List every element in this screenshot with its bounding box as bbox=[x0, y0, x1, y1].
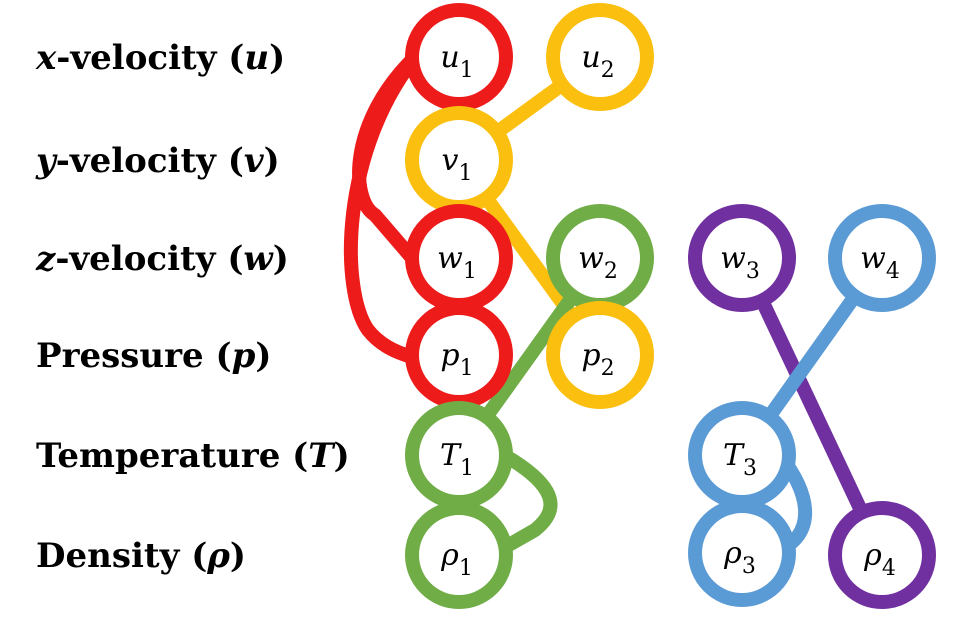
node-circle-w3 bbox=[688, 204, 796, 312]
node-p1: p1 bbox=[405, 301, 513, 409]
node-w1: w1 bbox=[405, 204, 513, 312]
node-rho3: ρ3 bbox=[688, 499, 796, 607]
node-rho1: ρ1 bbox=[405, 501, 513, 609]
edge-T1-rho1 bbox=[488, 443, 558, 557]
node-w2: w2 bbox=[546, 204, 654, 312]
node-label-v1: v1 bbox=[442, 143, 473, 186]
node-label-w1: w1 bbox=[437, 241, 477, 284]
node-label-rho3: ρ3 bbox=[723, 536, 756, 579]
row-label-density: Density (ρ) bbox=[36, 536, 246, 576]
node-circle-rho4 bbox=[828, 501, 936, 609]
node-u1: u1 bbox=[405, 3, 513, 111]
node-circle-v1 bbox=[405, 106, 513, 214]
node-label-p2: p2 bbox=[581, 338, 614, 381]
row-label-temperature: Temperature (T) bbox=[36, 436, 350, 476]
node-T1: T1 bbox=[405, 401, 513, 509]
node-p2: p2 bbox=[546, 301, 654, 409]
node-circle-rho3 bbox=[688, 499, 796, 607]
node-label-rho1: ρ1 bbox=[440, 538, 473, 581]
node-circle-u2 bbox=[546, 3, 654, 111]
node-label-T1: T1 bbox=[440, 438, 474, 481]
node-u2: u2 bbox=[546, 3, 654, 111]
node-v1: v1 bbox=[405, 106, 513, 214]
node-T3: T3 bbox=[688, 401, 796, 509]
node-w4: w4 bbox=[828, 204, 936, 312]
row-label-x-velocity: x-velocity (u) bbox=[35, 38, 285, 78]
row-labels: x-velocity (u) y-velocity (v) z-velocity (… bbox=[35, 38, 350, 576]
node-label-w2: w2 bbox=[578, 241, 618, 284]
node-label-w4: w4 bbox=[860, 241, 900, 284]
node-circle-p2 bbox=[546, 301, 654, 409]
node-circle-u1 bbox=[405, 3, 513, 111]
row-label-y-velocity: y-velocity (v) bbox=[35, 141, 280, 181]
node-label-rho4: ρ4 bbox=[863, 538, 896, 581]
row-label-z-velocity: z-velocity (w) bbox=[35, 239, 289, 279]
row-label-pressure: Pressure (p) bbox=[36, 336, 271, 376]
node-circle-w4 bbox=[828, 204, 936, 312]
edge-w3-rho4 bbox=[735, 251, 889, 562]
node-w3: w3 bbox=[688, 204, 796, 312]
node-label-w3: w3 bbox=[720, 241, 760, 284]
node-rho4: ρ4 bbox=[828, 501, 936, 609]
node-label-u2: u2 bbox=[581, 40, 614, 83]
node-label-p1: p1 bbox=[440, 338, 473, 381]
edge-u1-p1 bbox=[343, 48, 424, 364]
node-circle-rho1 bbox=[405, 501, 513, 609]
node-label-T3: T3 bbox=[723, 438, 757, 481]
node-label-u1: u1 bbox=[440, 40, 473, 83]
